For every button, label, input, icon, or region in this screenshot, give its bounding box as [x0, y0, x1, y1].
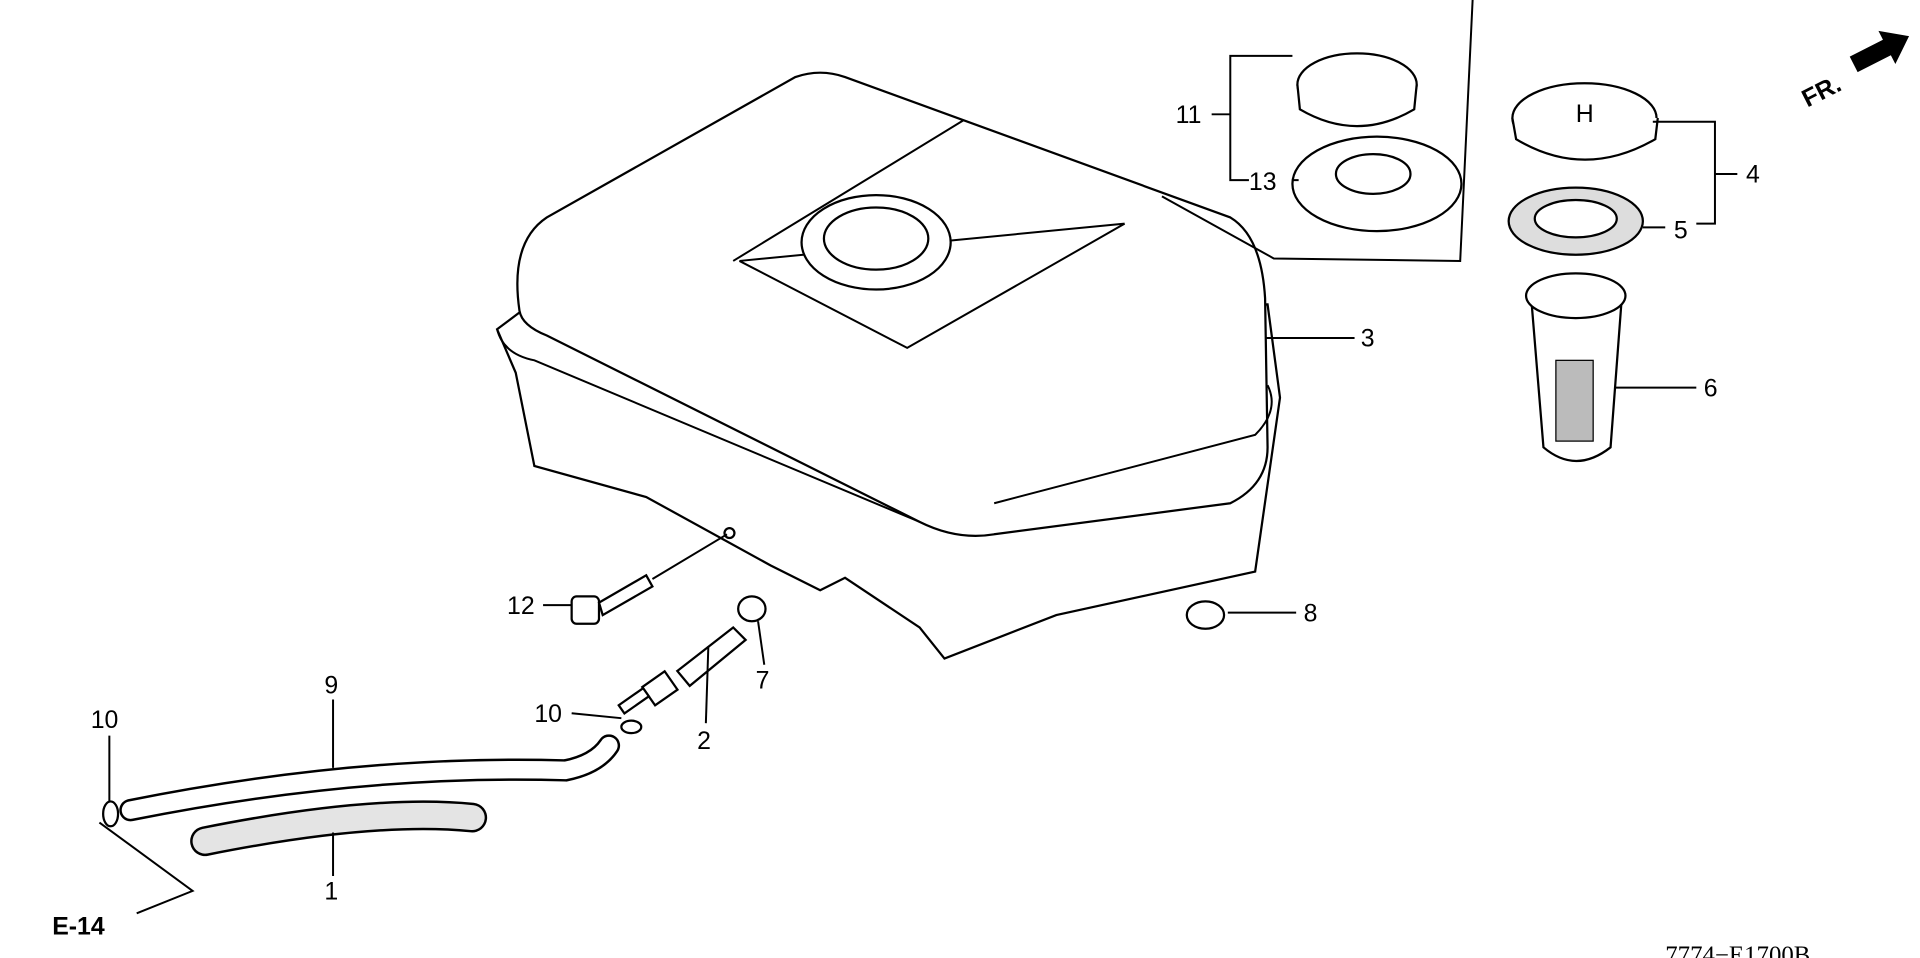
hose-clip-10: [620, 719, 643, 735]
callout-2: 2: [697, 728, 711, 755]
drain-plug-8: [1185, 600, 1226, 630]
honda-logo-icon: H: [1576, 101, 1594, 128]
callout-12: 11: [1176, 102, 1202, 129]
cap-gasket-5: [1507, 186, 1644, 256]
washer-7: [737, 595, 767, 623]
cap-gasket-13: [1291, 135, 1463, 233]
filler-cap-4: H: [1511, 82, 1659, 161]
callout-10: 10: [91, 707, 119, 734]
callout-8: 8: [1304, 600, 1318, 627]
fuel-joint-2: [617, 625, 748, 715]
callout-6: 6: [1704, 375, 1718, 402]
fuel-strainer-6: [1524, 272, 1627, 462]
drawing-code: 7774−E1700B: [1665, 942, 1810, 958]
front-marker: FR.: [1798, 71, 1846, 113]
front-direction-arrow-icon: [1849, 30, 1910, 73]
callout-9: 9: [324, 672, 338, 699]
hose-clip-10: [102, 800, 120, 828]
callout-4: 4: [1746, 162, 1760, 189]
callout-3: 3: [1361, 326, 1375, 353]
callout-1: 1: [324, 879, 338, 906]
callout-11: 12: [507, 593, 535, 620]
leader-lines: [98, 0, 1738, 915]
flange-bolt-11: [570, 573, 654, 625]
callout-5: 5: [1674, 218, 1688, 245]
fuel-tank: [495, 71, 1282, 660]
reference-e14: E-14: [52, 913, 105, 940]
callout-13: 13: [1249, 169, 1277, 196]
callout-7: 7: [756, 667, 770, 694]
callout-10: 10: [534, 701, 562, 728]
filler-cap-12: [1296, 52, 1418, 128]
